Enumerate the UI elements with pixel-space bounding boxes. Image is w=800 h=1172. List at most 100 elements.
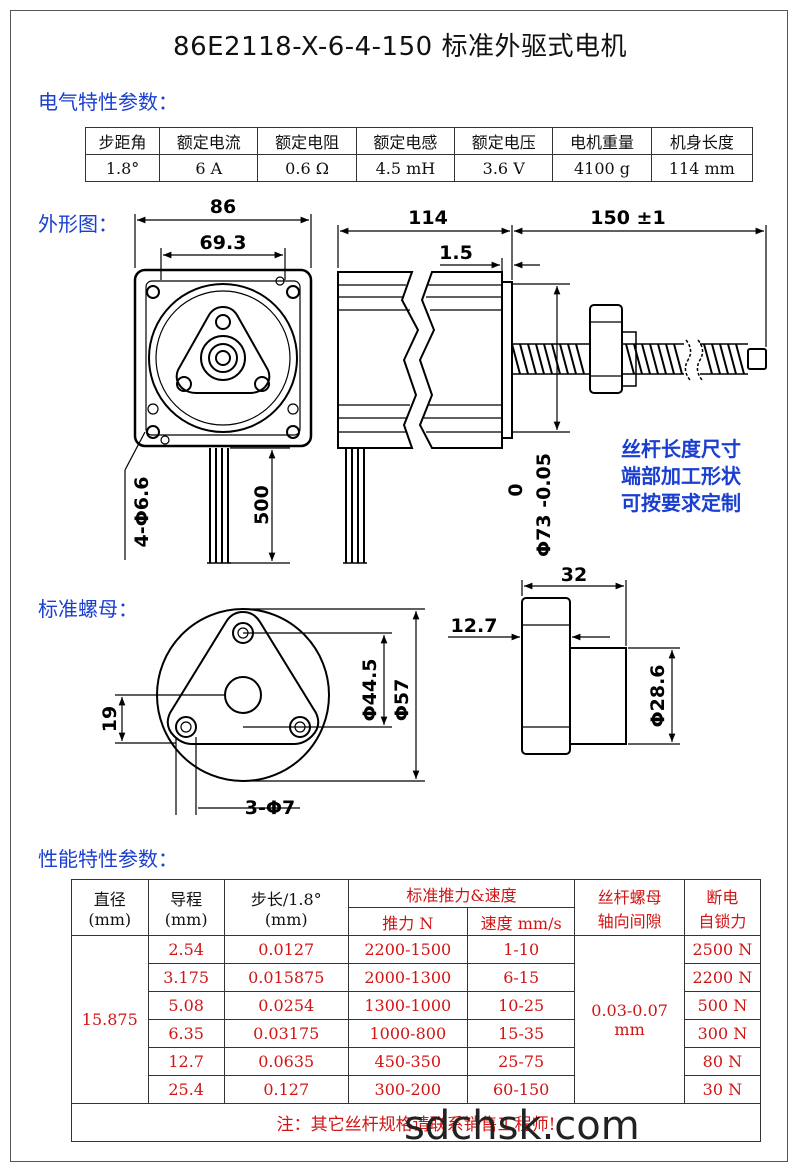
screw-note-line: 可按要求定制 (621, 491, 741, 515)
table-row: 3.175 0.015875 2000-1300 6-15 2200 N (72, 963, 762, 992)
perf-speed: 10-25 (466, 991, 576, 1020)
perf-lead: 2.54 (147, 935, 225, 964)
dim-1-5: 1.5 (439, 242, 473, 264)
motor-front-view (133, 268, 313, 564)
screw-note-line: 端部加工形状 (621, 464, 741, 488)
perf-header-speed: 速度 mm/s (466, 907, 576, 936)
spec-value: 6 A (159, 154, 259, 182)
perf-thrust: 2000-1300 (347, 963, 468, 992)
header-text: 丝杆螺母 (597, 887, 662, 907)
dim-500: 500 (251, 485, 273, 525)
dim-d57: Φ57 (391, 679, 413, 722)
perf-thrust: 300-200 (347, 1075, 468, 1104)
header-unit: (mm) (264, 910, 308, 929)
perf-lock: 80 N (683, 1047, 762, 1076)
dim-19: 19 (99, 706, 121, 732)
dim-d73: Φ73 -0.05 (533, 453, 555, 557)
lead-screw (511, 304, 767, 394)
dim-d44-5: Φ44.5 (359, 658, 381, 721)
dim-d28-6: Φ28.6 (647, 664, 669, 727)
table-row: 12.7 0.0635 450-350 25-75 80 N (72, 1047, 762, 1076)
perf-thrust: 1000-800 (347, 1019, 468, 1048)
dimension-texts: 86 69.3 114 150 ±1 1.5 500 4-Φ6.6 0 Φ73 … (99, 196, 669, 819)
perf-lock: 2500 N (683, 935, 762, 964)
dim-69-3: 69.3 (200, 232, 247, 254)
clearance-unit: mm (614, 1019, 645, 1039)
spec-table: 步距角 额定电流 额定电阻 额定电感 额定电压 电机重量 机身长度 1.8° 6… (84, 127, 754, 182)
perf-header-lock: 断电 自锁力 (683, 879, 762, 936)
table-row: 25.4 0.127 300-200 60-150 30 N (72, 1075, 762, 1104)
perf-speed: 25-75 (466, 1047, 576, 1076)
screw-note-line: 丝杆长度尺寸 (621, 437, 741, 461)
perf-speed: 6-15 (466, 963, 576, 992)
perf-lead: 25.4 (147, 1075, 225, 1104)
perf-lock: 2200 N (683, 963, 762, 992)
clearance-value: 0.03-0.07 (591, 1000, 668, 1020)
header-text: 断电 (706, 887, 739, 907)
perf-lock: 500 N (683, 991, 762, 1020)
perf-step: 0.0635 (223, 1047, 349, 1076)
dim-3-d7: 3-Φ7 (245, 797, 295, 819)
section-outline: 外形图： (38, 212, 118, 236)
perf-note: 注：其它丝杆规格请联系销售工程师! (71, 1103, 761, 1142)
perf-step: 0.0254 (223, 991, 349, 1020)
motor-side-view (337, 271, 513, 564)
perf-step: 0.015875 (223, 963, 349, 992)
perf-step: 0.127 (223, 1075, 349, 1104)
spec-value: 1.8° (84, 154, 161, 182)
section-performance: 性能特性参数： (38, 847, 178, 871)
page-frame (10, 10, 788, 1162)
perf-header-thrust: 推力 N (347, 907, 468, 936)
table-row: 6.35 0.03175 1000-800 15-35 300 N (72, 1019, 762, 1048)
perf-header-clearance: 丝杆螺母 轴向间隙 (574, 879, 685, 936)
perf-header-thrust-speed: 标准推力&速度 (347, 879, 576, 908)
page-title: 86E2118-X-6-4-150 标准外驱式电机 (173, 32, 627, 62)
header-unit: (mm) (88, 910, 132, 929)
perf-step: 0.0127 (223, 935, 349, 964)
header-text: 导程 (170, 890, 203, 909)
perf-lead: 5.08 (147, 991, 225, 1020)
technical-drawing: 86 69.3 114 150 ±1 1.5 500 4-Φ6.6 0 Φ73 … (99, 196, 767, 819)
dim-12-7: 12.7 (451, 615, 498, 637)
dim-114: 114 (408, 207, 448, 229)
perf-lock: 300 N (683, 1019, 762, 1048)
spec-header: 额定电压 (454, 127, 554, 155)
section-electrical: 电气特性参数： (38, 90, 178, 114)
spec-value: 4.5 mH (355, 154, 456, 182)
header-text: 直径 (93, 890, 126, 909)
perf-speed: 60-150 (466, 1075, 576, 1104)
spec-value-row: 1.8° 6 A 0.6 Ω 4.5 mH 3.6 V 4100 g 114 m… (84, 154, 754, 182)
header-text: 自锁力 (698, 911, 747, 931)
perf-lock: 30 N (683, 1075, 762, 1104)
perf-clearance: 0.03-0.07 mm (574, 935, 685, 1104)
spec-header: 机身长度 (650, 127, 754, 155)
perf-lead: 6.35 (147, 1019, 225, 1048)
dim-150: 150 ±1 (590, 207, 665, 229)
perf-thrust: 2200-1500 (347, 935, 468, 964)
nut-side-view (521, 597, 627, 755)
dimension-lines (115, 214, 767, 815)
section-nut: 标准螺母： (38, 597, 138, 621)
dim-32: 32 (561, 564, 587, 586)
spec-value: 114 mm (650, 154, 754, 182)
performance-table: 直径 (mm) 导程 (mm) 步长/1.8° (mm) 标准推力&速度 丝杆螺… (71, 879, 762, 1142)
dim-86: 86 (210, 196, 236, 218)
spec-header: 步距角 (84, 127, 161, 155)
perf-thrust: 1300-1000 (347, 991, 468, 1020)
perf-speed: 1-10 (466, 935, 576, 964)
perf-diameter: 15.875 (71, 935, 149, 1104)
spec-value: 0.6 Ω (257, 154, 357, 182)
dim-tolerance-0: 0 (505, 483, 527, 496)
perf-note-row: 注：其它丝杆规格请联系销售工程师! (71, 1103, 761, 1142)
table-row: 15.875 2.54 0.0127 2200-1500 1-10 0.03-0… (71, 935, 762, 1104)
perf-header-diameter: 直径 (mm) (71, 879, 149, 936)
perf-thrust: 450-350 (347, 1047, 468, 1076)
spec-value: 3.6 V (454, 154, 554, 182)
perf-lead: 3.175 (147, 963, 225, 992)
header-unit: (mm) (164, 910, 208, 929)
header-text: 轴向间隙 (597, 911, 662, 931)
spec-header-row: 步距角 额定电流 额定电阻 额定电感 额定电压 电机重量 机身长度 (84, 127, 754, 155)
perf-speed: 15-35 (466, 1019, 576, 1048)
screw-length-note: 丝杆长度尺寸 端部加工形状 可按要求定制 (586, 436, 776, 517)
spec-value: 4100 g (552, 154, 652, 182)
